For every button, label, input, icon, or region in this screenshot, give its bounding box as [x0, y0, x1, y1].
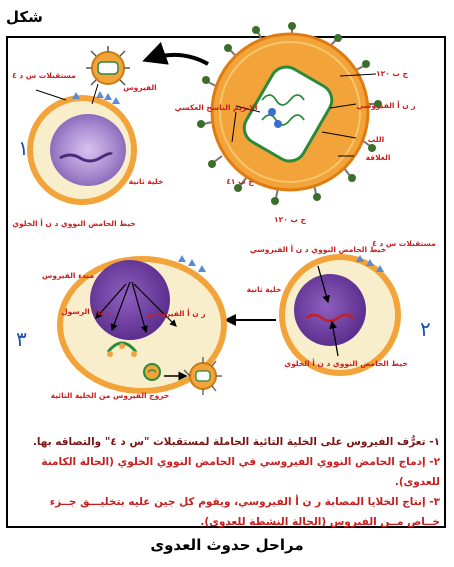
label-virus: الفيروس [123, 83, 157, 92]
label-gp120-top: ج ب ١٢٠ [376, 69, 408, 78]
label-mrna: ر ن أ الرسول [61, 306, 111, 316]
label-reverse-transcriptase: الإنزيم الناسخ العكسي [175, 103, 258, 112]
stage-number-3: ٣ [16, 327, 27, 351]
stage-number-2: ٢ [420, 317, 431, 341]
label-viral-rna: ر ن أ الفيروسي [356, 100, 415, 110]
diagram-frame [6, 36, 446, 528]
stage-3-cell [57, 255, 227, 394]
label-viral-dna-2: خيط الحامض النووي د ن أ الفيروسي [250, 244, 386, 254]
label-core: اللب [368, 135, 384, 144]
label-host-dna-1: خيط الحامض النووي د ن أ الخلوي [12, 218, 136, 228]
figure-label: شكل [6, 8, 43, 26]
label-host-dna-2: خيط الحامض النووي د ن أ الخلوي [284, 358, 408, 368]
step-3: ٣- إنتاج الخلايا المصابة ر ن أ الفيروسي،… [49, 496, 440, 528]
stage-number-1: ١ [18, 136, 29, 160]
attached-virus [86, 46, 130, 86]
leader-lines [35, 73, 377, 157]
step-1: ١- تعرُّف الفيروس على الخلية التائية الح… [32, 436, 440, 448]
stage-1-cell [27, 91, 137, 205]
label-host-cell-2: خلية ثانية [247, 285, 282, 294]
label-gp120-bottom: ج ب ١٢٠ [274, 215, 306, 224]
label-host-cell-1: خلية ثانية [129, 177, 164, 186]
zoom-arrow [142, 42, 209, 66]
figure-caption: مراحل حدوث العدوى [150, 536, 304, 554]
label-virus-origin: مبدء الفيروس [42, 271, 94, 280]
label-new-virus: خروج الفيروس من الخلية التائية [51, 391, 170, 400]
label-gp41: ج ب ٤١ [226, 177, 254, 186]
steps-list: ١- تعرُّف الفيروس على الخلية التائية الح… [14, 432, 440, 532]
label-receptors-top: مستقبلات س د ٤ [12, 71, 76, 80]
virus-structure [197, 22, 382, 205]
step-2: ٢- إدماج الحامض النووي الفيروسي في الحام… [41, 456, 440, 488]
label-envelope: الغلافة [366, 153, 391, 162]
label-viral-rna-3: ر ن أ الفيروسي [146, 308, 205, 318]
released-virus [164, 357, 222, 395]
stage-2-cell [279, 254, 401, 376]
label-receptors-2: مستقبلات س د ٤ [372, 239, 436, 248]
